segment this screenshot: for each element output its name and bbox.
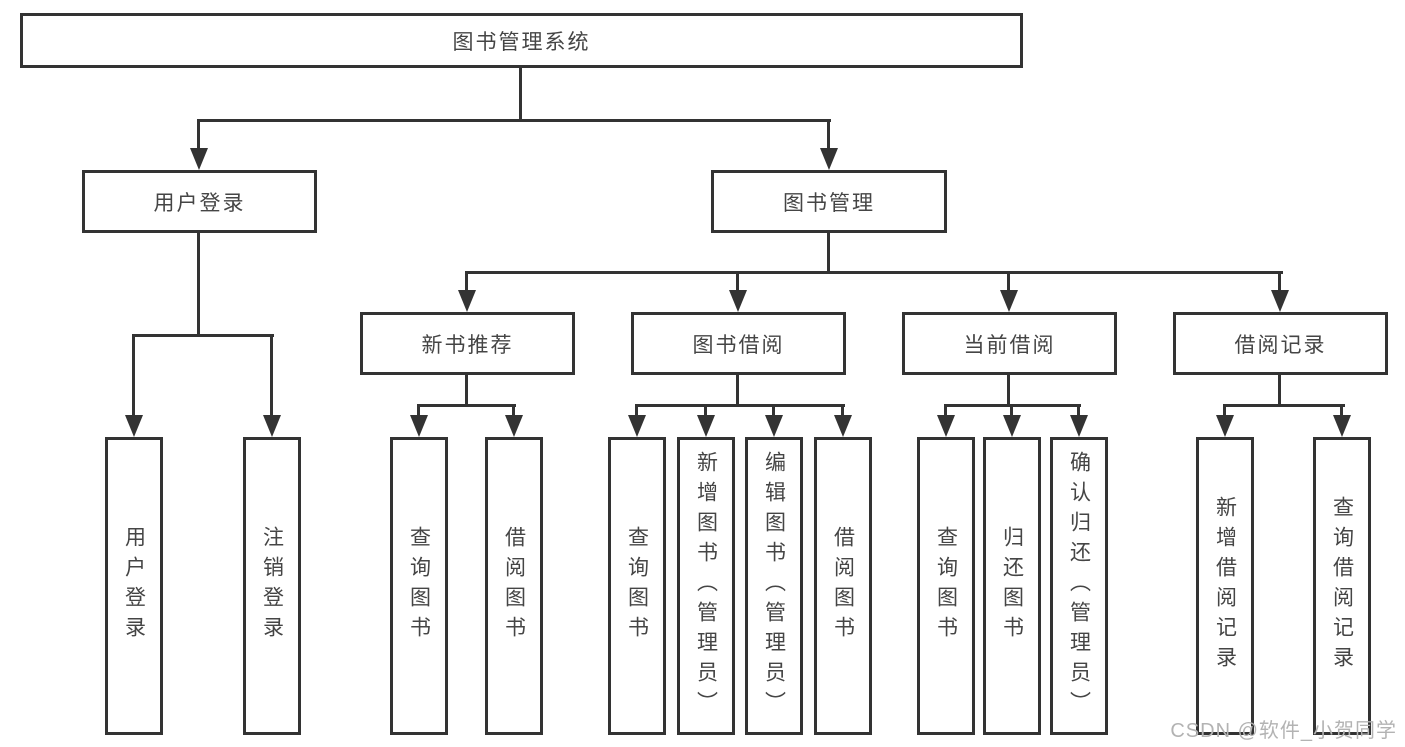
connector-line: [197, 119, 831, 122]
connector-line: [1010, 404, 1013, 417]
connector-line: [512, 404, 515, 417]
connector-line: [635, 404, 638, 417]
arrowhead-down-icon: [458, 290, 476, 312]
leaf-recommend-borrow-books: 借阅图书: [485, 437, 543, 735]
leaf-borrow-borrow-books: 借阅图书: [814, 437, 872, 735]
leaf-logout-login: 注销登录: [243, 437, 301, 735]
connector-line: [465, 271, 1283, 274]
leaf-borrow-edit-books-admin-label: 编辑图书（管理员）: [762, 451, 786, 721]
arrowhead-down-icon: [1000, 290, 1018, 312]
connector-line: [519, 67, 522, 121]
node-book-borrow-label: 图书借阅: [692, 333, 785, 357]
node-user-login: 用户登录: [82, 170, 317, 233]
connector-line: [944, 404, 947, 417]
connector-line: [465, 271, 468, 293]
leaf-recommend-borrow-books-label: 借阅图书: [502, 526, 526, 646]
leaf-logout-login-label: 注销登录: [260, 526, 284, 646]
leaf-current-return-books: 归还图书: [983, 437, 1041, 735]
leaf-user-login-label: 用户登录: [122, 526, 146, 646]
arrowhead-down-icon: [505, 415, 523, 437]
arrowhead-down-icon: [820, 148, 838, 170]
connector-line: [1278, 372, 1281, 406]
node-new-book-recommend: 新书推荐: [360, 312, 575, 375]
leaf-borrow-query-books-label: 查询图书: [625, 526, 649, 646]
arrowhead-down-icon: [697, 415, 715, 437]
arrowhead-down-icon: [1216, 415, 1234, 437]
leaf-user-login: 用户登录: [105, 437, 163, 735]
leaf-records-query-record-label: 查询借阅记录: [1330, 496, 1354, 676]
leaf-borrow-add-books-admin-label: 新增图书（管理员）: [694, 451, 718, 721]
node-book-management: 图书管理: [711, 170, 947, 233]
node-new-book-recommend-label: 新书推荐: [421, 333, 514, 357]
leaf-current-query-books-label: 查询图书: [934, 526, 958, 646]
connector-line: [704, 404, 707, 417]
connector-line: [772, 404, 775, 417]
connector-line: [132, 334, 274, 337]
connector-line: [1340, 404, 1343, 417]
arrowhead-down-icon: [937, 415, 955, 437]
leaf-recommend-query-books: 查询图书: [390, 437, 448, 735]
connector-line: [827, 119, 830, 154]
connector-line: [1223, 404, 1226, 417]
leaf-borrow-query-books: 查询图书: [608, 437, 666, 735]
node-current-borrow-label: 当前借阅: [963, 333, 1056, 357]
watermark: CSDN @软件_小贺同学: [1170, 720, 1397, 742]
arrowhead-down-icon: [729, 290, 747, 312]
connector-line: [417, 404, 516, 407]
arrowhead-down-icon: [1070, 415, 1088, 437]
arrowhead-down-icon: [628, 415, 646, 437]
leaf-current-confirm-return-admin: 确认归还（管理员）: [1050, 437, 1108, 735]
node-root-label: 图书管理系统: [452, 30, 591, 54]
connector-line: [132, 334, 135, 416]
node-root: 图书管理系统: [20, 13, 1023, 68]
connector-line: [1223, 404, 1345, 407]
leaf-records-query-record: 查询借阅记录: [1313, 437, 1371, 735]
connector-line: [827, 230, 830, 274]
arrowhead-down-icon: [410, 415, 428, 437]
leaf-records-add-record-label: 新增借阅记录: [1213, 496, 1237, 676]
node-borrow-records-label: 借阅记录: [1234, 333, 1327, 357]
connector-line: [465, 372, 468, 406]
leaf-recommend-query-books-label: 查询图书: [407, 526, 431, 646]
node-book-borrow: 图书借阅: [631, 312, 846, 375]
node-user-login-label: 用户登录: [153, 191, 246, 215]
connector-line: [1278, 271, 1281, 293]
arrowhead-down-icon: [190, 148, 208, 170]
connector-line: [417, 404, 420, 417]
arrowhead-down-icon: [1003, 415, 1021, 437]
connector-line: [270, 334, 273, 416]
connector-line: [197, 230, 200, 336]
connector-line: [1007, 372, 1010, 406]
arrowhead-down-icon: [1333, 415, 1351, 437]
arrowhead-down-icon: [125, 415, 143, 437]
node-current-borrow: 当前借阅: [902, 312, 1117, 375]
connector-line: [736, 372, 739, 406]
arrowhead-down-icon: [834, 415, 852, 437]
connector-line: [841, 404, 844, 417]
connector-line: [736, 271, 739, 293]
connector-line: [1007, 271, 1010, 293]
leaf-current-return-books-label: 归还图书: [1000, 526, 1024, 646]
connector-line: [197, 119, 200, 154]
leaf-current-confirm-return-admin-label: 确认归还（管理员）: [1067, 451, 1091, 721]
node-borrow-records: 借阅记录: [1173, 312, 1388, 375]
arrowhead-down-icon: [263, 415, 281, 437]
leaf-records-add-record: 新增借阅记录: [1196, 437, 1254, 735]
leaf-borrow-add-books-admin: 新增图书（管理员）: [677, 437, 735, 735]
node-book-management-label: 图书管理: [783, 191, 875, 215]
leaf-borrow-edit-books-admin: 编辑图书（管理员）: [745, 437, 803, 735]
arrowhead-down-icon: [1271, 290, 1289, 312]
connector-line: [1077, 404, 1080, 417]
connector-line: [635, 404, 845, 407]
arrowhead-down-icon: [765, 415, 783, 437]
leaf-borrow-borrow-books-label: 借阅图书: [831, 526, 855, 646]
leaf-current-query-books: 查询图书: [917, 437, 975, 735]
